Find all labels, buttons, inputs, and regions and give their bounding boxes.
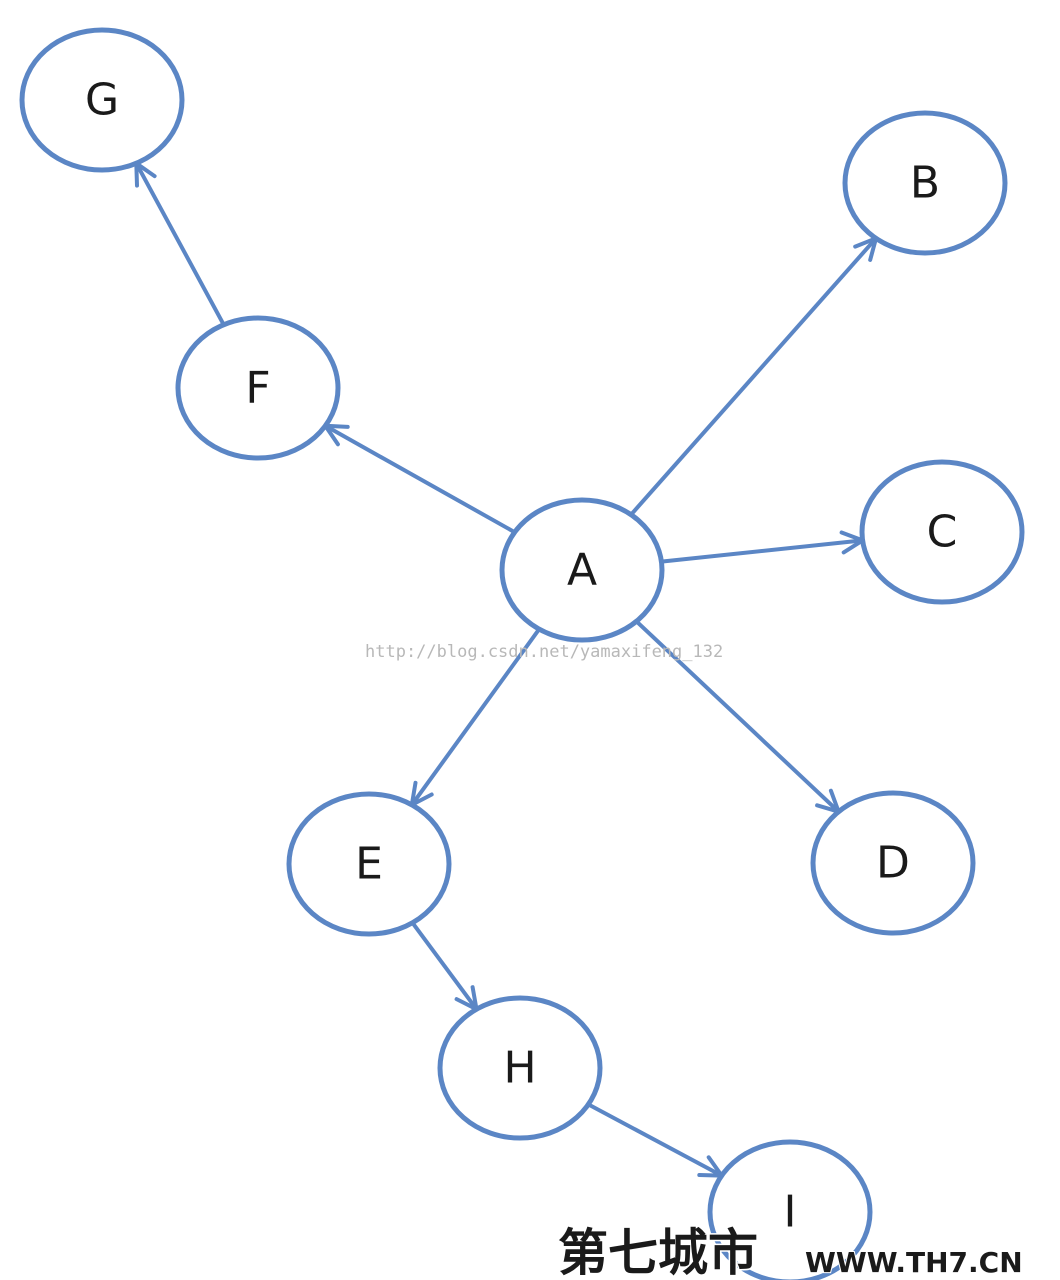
node-c: C (859, 459, 1025, 605)
node-label: C (927, 507, 958, 558)
node-circle (175, 315, 341, 461)
watermark-site: WWW.TH7.CN (805, 1246, 1023, 1279)
node-label: I (784, 1187, 797, 1238)
edge-line (587, 1102, 723, 1178)
node-circle (810, 790, 976, 936)
node-label: D (876, 838, 910, 889)
node-g: G (19, 27, 185, 173)
node-circle (286, 791, 452, 937)
node-label: A (567, 545, 597, 596)
edge-line (661, 538, 863, 564)
edge-h-i (587, 1102, 724, 1178)
node-circle (842, 110, 1008, 256)
edge-a-c (661, 530, 865, 564)
node-circle (499, 497, 665, 643)
edge-e-h (410, 921, 479, 1012)
edge-a-b (629, 236, 878, 517)
node-circle (859, 459, 1025, 605)
edge-line (410, 921, 479, 1011)
node-circle (707, 1139, 873, 1280)
node-label: E (355, 839, 383, 890)
node-circle (19, 27, 185, 173)
edge-f-g (134, 161, 226, 326)
watermark-brand: 第七城市 (558, 1224, 758, 1280)
edge-line (629, 236, 878, 517)
edge-line (410, 627, 541, 807)
node-h: H (437, 995, 603, 1141)
node-f: F (175, 315, 341, 461)
node-label: B (910, 158, 940, 209)
node-label: F (245, 363, 270, 414)
node-b: B (842, 110, 1008, 256)
node-label: G (85, 75, 119, 126)
node-d: D (810, 790, 976, 936)
node-a: A (499, 497, 665, 643)
node-e: E (286, 791, 452, 937)
watermark-url: http://blog.csdn.net/yamaxifeng_132 (365, 642, 723, 662)
edge-line (324, 424, 516, 534)
edge-line (635, 619, 840, 814)
node-label: H (503, 1043, 536, 1094)
nodes-layer: A B C D E F G H I (19, 27, 1025, 1280)
node-i: I (707, 1139, 873, 1280)
edge-a-f (323, 423, 516, 534)
edge-line (134, 162, 226, 326)
node-circle (437, 995, 603, 1141)
